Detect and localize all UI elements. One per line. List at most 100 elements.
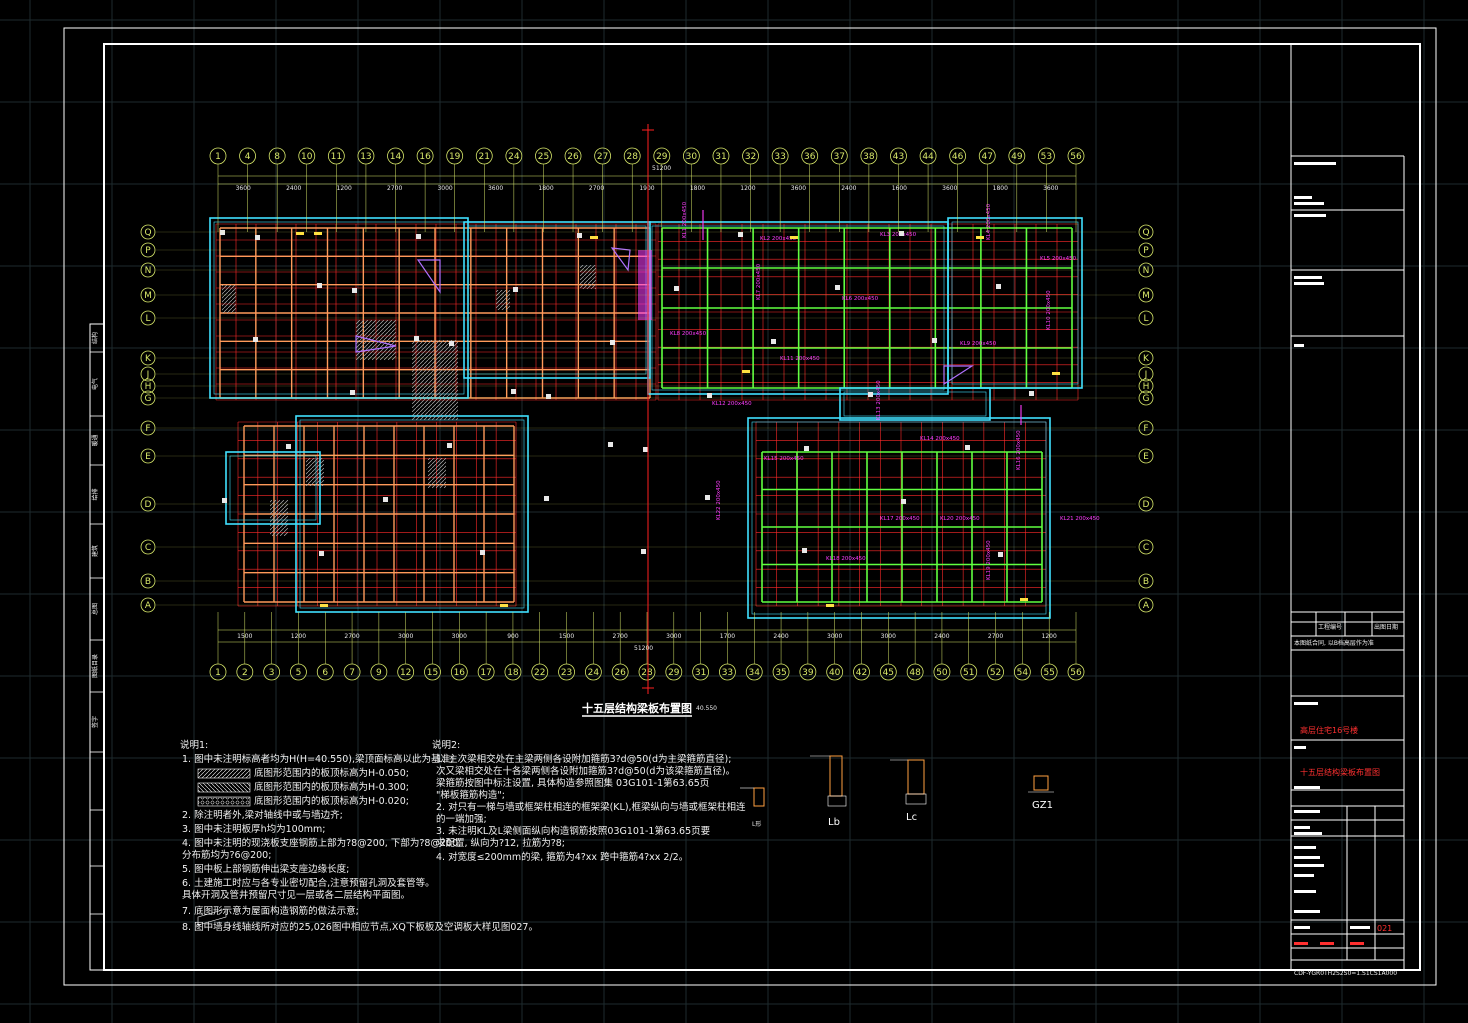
axis-label-left: F [145, 424, 150, 434]
axis-bubble-top [1008, 147, 1026, 165]
bottom-dim-text: 3000 [881, 633, 896, 640]
axis-label-right: B [1143, 577, 1149, 587]
svg-text:KL13 200x450: KL13 200x450 [876, 380, 882, 420]
notes-1-item: 7. 底图形示意为屋面构造钢筋的做法示意; [182, 905, 359, 917]
axis-label-top: 4 [245, 152, 251, 162]
tb-bottom-code: CDF-YGR0TH2S2S0=1.S1CS1A000 [1294, 970, 1397, 977]
top-dim-text: 1200 [740, 185, 755, 192]
axis-bubble-top [830, 147, 848, 165]
axis-label-bottom: 15 [427, 668, 438, 678]
axis-bubble-top [1067, 147, 1085, 165]
axis-bubble-bottom [826, 663, 844, 681]
axis-bubble-bottom [450, 663, 468, 681]
detail-lb: Lb [810, 755, 847, 828]
axis-label-bottom: 6 [322, 668, 328, 678]
axis-label-right: P [1143, 246, 1149, 256]
axis-bubble-bottom [906, 663, 924, 681]
axis-bubble-left [140, 287, 156, 303]
axis-bubble-right [1138, 378, 1154, 394]
svg-text:KL16 200x450: KL16 200x450 [1016, 430, 1022, 470]
axis-bubble-top [209, 147, 227, 165]
axis-bubble-right [1138, 448, 1154, 464]
axis-bubble-left [140, 310, 156, 326]
bottom-dim-text: 3000 [666, 633, 681, 640]
axis-label-top: 25 [538, 152, 549, 162]
axis-label-top: 11 [331, 152, 342, 162]
notes-2-item: 梁箍筋按图中标注设置, 具体构造参照图集 03G101-1第63.65页 [436, 777, 709, 789]
svg-text:KL4 200x450: KL4 200x450 [986, 203, 992, 240]
axis-label-bottom: 52 [990, 668, 1001, 678]
axis-bubble-bottom [584, 663, 602, 681]
axis-bubble-bottom [531, 663, 549, 681]
top-dim-text: 2700 [589, 185, 604, 192]
axis-label-right: N [1143, 266, 1150, 276]
axis-label-right: M [1142, 291, 1150, 301]
axis-bubble-right [1138, 496, 1154, 512]
notes-2-item: "梯板箍筋构造"; [436, 789, 505, 801]
axis-bubble-bottom [611, 663, 629, 681]
axis-label-bottom: 2 [242, 668, 248, 678]
axis-label-top: 38 [863, 152, 875, 162]
bottom-dim-text: 3000 [827, 633, 842, 640]
axis-bubble-bottom [424, 663, 441, 681]
axis-label-right: A [1143, 601, 1150, 611]
axis-bubble-top [446, 147, 464, 165]
bottom-dim-text: 2700 [344, 633, 359, 640]
axis-label-bottom: 28 [641, 668, 653, 678]
axis-label-top: 1 [215, 152, 221, 162]
axis-label-top: 14 [390, 152, 402, 162]
axis-bubble-top [594, 147, 612, 165]
axis-label-top: 53 [1041, 152, 1052, 162]
axis-label-top: 33 [774, 152, 785, 162]
axis-label-left: L [145, 314, 150, 324]
detail-lc: Lc [890, 759, 927, 823]
axis-label-bottom: 40 [829, 668, 841, 678]
notes-2-heading: 说明2: [432, 739, 460, 751]
axis-label-bottom: 1 [215, 668, 221, 678]
axis-label-left: M [144, 291, 152, 301]
notes-2-item: 求配置, 纵向为?12, 拉筋为?8; [436, 837, 565, 849]
tb-sheet-no: 021 [1377, 924, 1392, 933]
axis-bubble-bottom [799, 663, 817, 681]
notes-2-item: 2. 对只有一梯与墙或框架柱相连的框架梁(KL),框梁纵向与墙或框架柱相连 [436, 801, 746, 813]
axis-label-top: 19 [449, 152, 461, 162]
top-dim-text: 3600 [791, 185, 806, 192]
top-dim-text: 3600 [942, 185, 957, 192]
svg-text:KL8 200x450: KL8 200x450 [670, 331, 707, 337]
svg-text:KL2 200x450: KL2 200x450 [760, 236, 797, 242]
tb-project-name: 高层住宅16号楼 [1300, 725, 1358, 735]
axis-bubble-right [1138, 310, 1154, 326]
axis-label-bottom: 51 [963, 668, 974, 678]
axis-bubble-bottom [960, 663, 978, 681]
axis-bubble-bottom [504, 663, 522, 681]
axis-bubble-left [140, 262, 156, 278]
drawing-title: 十五层结构梁板布置图 [582, 701, 692, 715]
side-strip-label: 签字 [91, 716, 99, 728]
axis-bubble-left [140, 350, 156, 366]
svg-text:KL14 200x450: KL14 200x450 [920, 436, 960, 442]
axis-label-left: P [145, 246, 151, 256]
bottom-dim-text: 2400 [773, 633, 788, 640]
axis-label-bottom: 35 [775, 668, 786, 678]
axis-label-bottom: 50 [936, 668, 948, 678]
axis-label-left: Q [144, 228, 151, 238]
top-dim-text: 3600 [1043, 185, 1058, 192]
notes-1-item: 1. 图中未注明标高者均为H(H=40.550),梁顶面标高以此为基准; [182, 753, 453, 765]
axis-label-bottom: 33 [722, 668, 733, 678]
top-dim-text: 2400 [841, 185, 856, 192]
notes-2-item: 1. 主次梁相交处在主梁两侧各设附加箍筋3?d@50(d为主梁箍筋直径); [436, 753, 731, 765]
legend-swatch-3 [197, 796, 251, 807]
axis-label-left: H [145, 382, 152, 392]
axis-bubble-top [239, 147, 256, 165]
axis-bubble-top [801, 147, 819, 165]
top-dim-text: 2700 [387, 185, 402, 192]
axis-bubble-right [1138, 242, 1154, 258]
axis-bubble-top [682, 147, 700, 165]
svg-text:KL1 200x450: KL1 200x450 [682, 201, 688, 238]
axis-label-top: 31 [715, 152, 726, 162]
svg-text:KL18 200x450: KL18 200x450 [826, 556, 866, 562]
axis-bubble-top [1038, 147, 1055, 165]
